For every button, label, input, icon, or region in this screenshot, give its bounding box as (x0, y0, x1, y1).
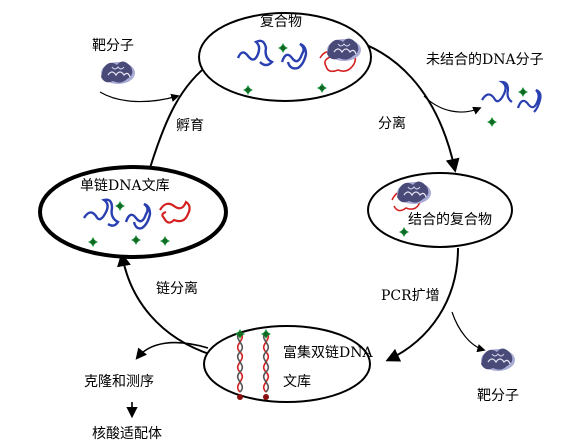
target-protein-icon (100, 60, 136, 85)
incubation-label: 孵育 (176, 118, 204, 134)
cloning-label: 克隆和测序 (84, 374, 154, 390)
bound-complex-ellipse (367, 172, 513, 248)
enriched-library-ellipse (203, 325, 371, 403)
ssdna-strand-red (159, 200, 191, 224)
complex-label: 复合物 (260, 13, 302, 30)
enriched-label-line1: 富集双链DNA (283, 344, 373, 361)
arrow-target-in (99, 91, 180, 103)
enriched-label-line2: 文库 (283, 374, 311, 390)
unbound-strands (481, 80, 542, 113)
arrow-to-cloning (135, 341, 209, 360)
unbound-bead-icon (487, 117, 497, 127)
target-label-left: 靶分子 (92, 38, 134, 54)
double-helix-icon (236, 331, 270, 393)
helix-end-dot (237, 394, 243, 400)
arrow-library-to-complex (149, 60, 215, 169)
helix-end-dot (263, 394, 269, 400)
arrow-enriched-to-library (117, 252, 213, 356)
pcr-label: PCR扩增 (381, 288, 440, 304)
target-label-right: 靶分子 (477, 388, 519, 404)
ssdna-strands-blue (82, 198, 152, 230)
ssdna-library-label: 单链DNA文库 (80, 178, 170, 194)
bound-complex-label: 结合的复合物 (408, 211, 492, 228)
strand-separation-label: 链分离 (156, 280, 198, 297)
separation-label: 分离 (378, 115, 406, 132)
unbound-label: 未结合的DNA分子 (426, 52, 544, 68)
arrow-target-out (451, 311, 486, 353)
aptamer-label: 核酸适配体 (92, 426, 162, 442)
unbound-bead-icon (518, 87, 528, 97)
ssdna-library-ellipse (38, 165, 228, 259)
target-protein-icon (480, 347, 516, 372)
arrow-unbound-out (423, 95, 482, 115)
complex-strands-blue (236, 39, 308, 70)
arrow-bound-to-enriched (385, 247, 459, 362)
